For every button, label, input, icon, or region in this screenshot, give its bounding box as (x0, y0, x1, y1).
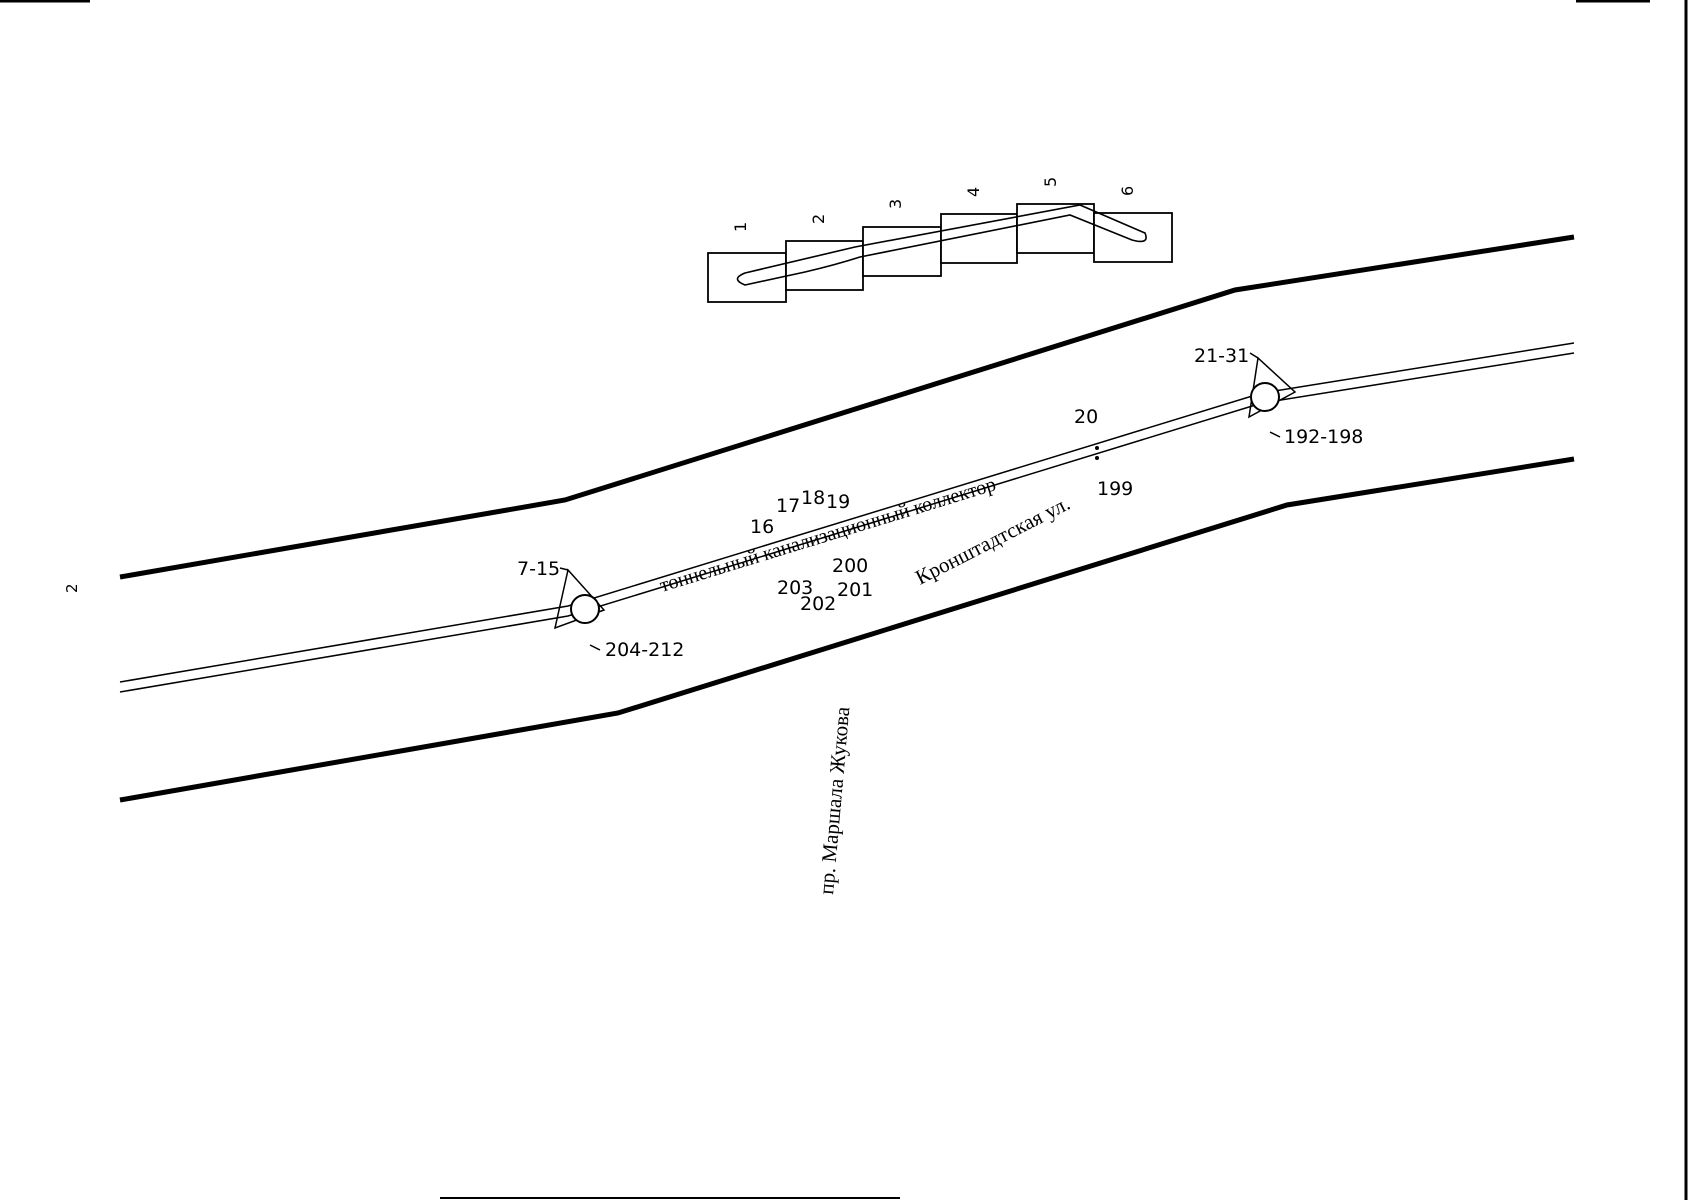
street-edge-north (119, 234, 1575, 580)
chamber-west (553, 567, 606, 651)
chamber-east-top-label: 21-31 (1194, 345, 1249, 367)
marker-labels: 16 17 18 19 20 199 200 201 202 203 (750, 406, 1133, 615)
marker-202: 202 (800, 593, 836, 615)
chamber-east (1248, 352, 1297, 438)
chamber-west-bottom-label: 204-212 (605, 639, 684, 661)
key-section-6: 6 (1118, 186, 1137, 196)
marker-17: 17 (776, 495, 800, 517)
marker-203: 203 (777, 577, 813, 599)
key-section-3: 3 (886, 199, 905, 209)
page-number: 2 (63, 583, 81, 593)
marker-20: 20 (1074, 406, 1098, 428)
marker-200: 200 (832, 555, 868, 577)
key-section-4: 4 (964, 187, 983, 197)
marker-19: 19 (826, 491, 850, 513)
chamber-labels: 7-15 204-212 21-31 192-198 (517, 345, 1363, 661)
key-section-1: 1 (731, 222, 750, 232)
key-map-labels: 1 2 3 4 5 6 (731, 177, 1137, 232)
collector-tunnel (119, 342, 1575, 693)
key-section-2: 2 (809, 214, 828, 224)
chamber-east-bottom-label: 192-198 (1284, 426, 1363, 448)
key-section-5: 5 (1041, 177, 1060, 187)
street-label-marshala-zhukova: пр. Маршала Жукова (814, 705, 854, 895)
marker-18: 18 (801, 487, 825, 509)
street-edge-south (119, 456, 1575, 803)
marker-16: 16 (750, 516, 774, 538)
marker-ticks (1095, 446, 1099, 460)
marker-201: 201 (837, 579, 873, 601)
key-map (707, 203, 1173, 303)
chamber-west-top-label: 7-15 (517, 558, 560, 580)
marker-199: 199 (1097, 478, 1133, 500)
